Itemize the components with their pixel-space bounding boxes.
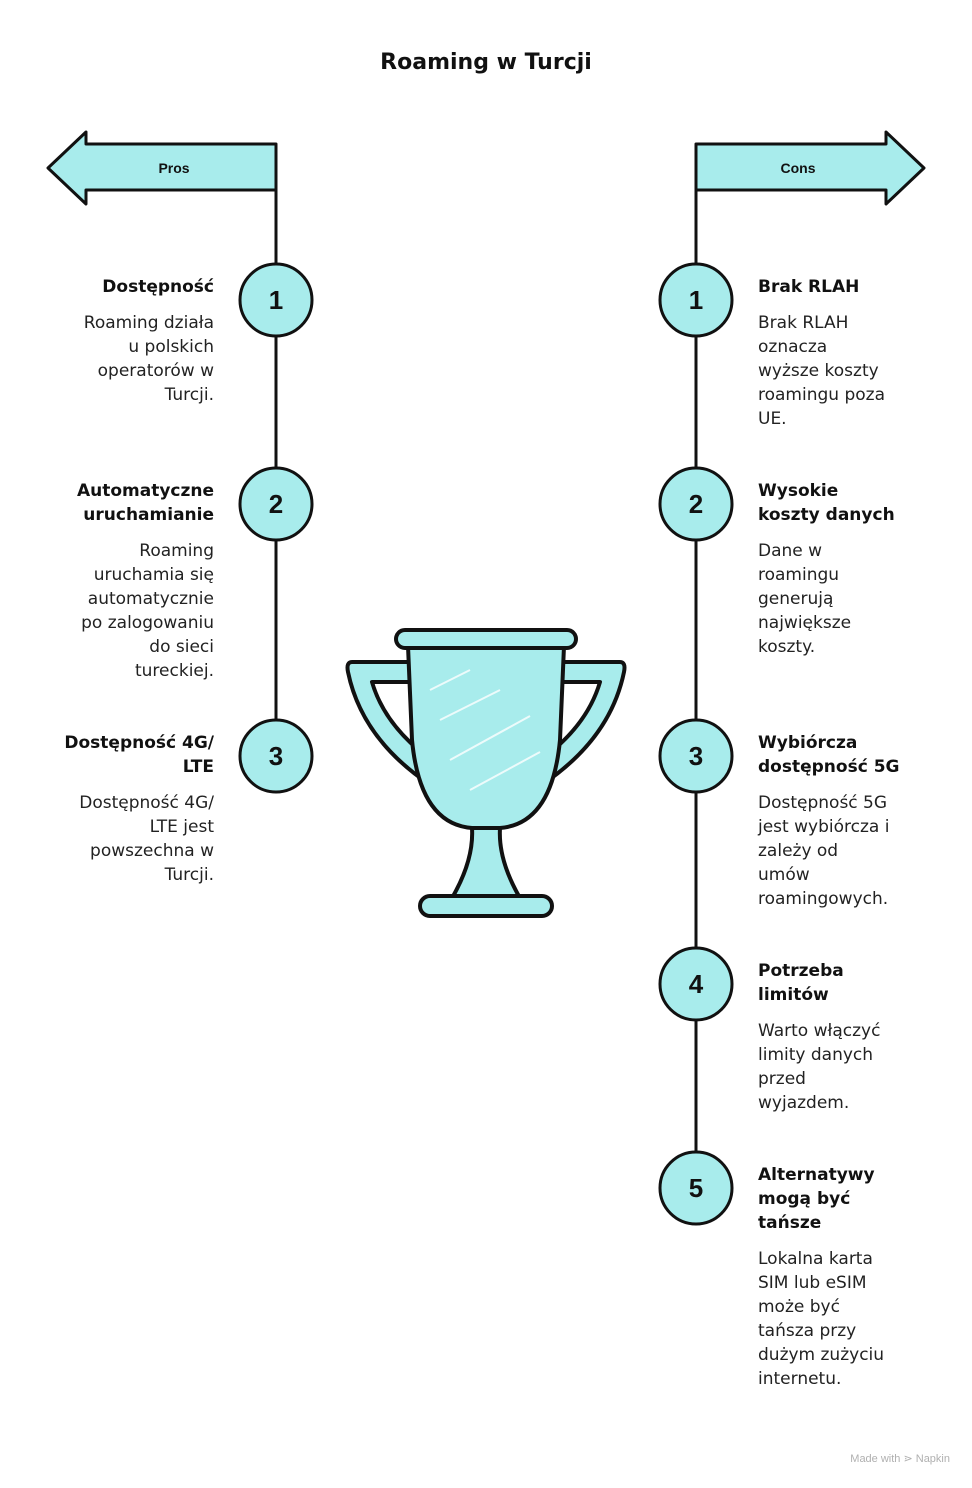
pros-circle-1 — [238, 262, 314, 338]
pros-label: Pros — [158, 160, 190, 176]
pros-item-3-desc: Dostępność 4G/ LTE jest powszechna w Tur… — [79, 793, 214, 885]
pros-item-1-desc: Roaming działa u polskich operatorów w T… — [83, 313, 214, 405]
pros-number-3: 3 — [268, 741, 284, 771]
cons-item-2-desc: Dane w roamingu generują największe kosz… — [758, 541, 852, 657]
cons-item-1-title: Brak RLAH — [758, 277, 860, 297]
page-title: Roaming w Turcji — [380, 50, 592, 75]
pros-arrow-icon — [46, 130, 278, 206]
cons-number-5: 5 — [688, 1173, 704, 1203]
cons-number-1: 1 — [688, 285, 704, 315]
pros-number-2: 2 — [268, 489, 284, 519]
cons-label: Cons — [780, 160, 816, 176]
trophy-icon — [345, 628, 627, 918]
cons-number-2: 2 — [688, 489, 704, 519]
pros-circle-3 — [238, 718, 314, 794]
cons-circle-4 — [658, 946, 734, 1022]
cons-item-2-title: Wysokie koszty danych — [758, 481, 895, 525]
pros-item-2-title: Automatyczne uruchamianie — [76, 481, 214, 525]
cons-arrow-icon — [694, 130, 926, 206]
cons-number-4: 4 — [688, 969, 704, 999]
cons-item-3-desc: Dostępność 5G jest wybiórcza i zależy od… — [758, 793, 890, 909]
cons-circle-1 — [658, 262, 734, 338]
cons-circle-3 — [658, 718, 734, 794]
cons-item-4-desc: Warto włączyć limity danych przed wyjazd… — [758, 1021, 881, 1113]
pros-item-1-title: Dostępność — [102, 277, 214, 297]
pros-number-1: 1 — [268, 285, 284, 315]
cons-item-4-title: Potrzeba limitów — [758, 961, 844, 1005]
cons-item-5-desc: Lokalna karta SIM lub eSIM może być tańs… — [758, 1249, 885, 1389]
made-with-napkin-footer: Made with ⋗ Napkin — [850, 1453, 950, 1465]
pros-circle-2 — [238, 466, 314, 542]
cons-circle-2 — [658, 466, 734, 542]
cons-circle-5 — [658, 1150, 734, 1226]
pros-item-3-title: Dostępność 4G/ LTE — [64, 733, 214, 777]
cons-item-1-desc: Brak RLAH oznacza wyższe koszty roamingu… — [758, 313, 885, 429]
cons-number-3: 3 — [688, 741, 704, 771]
cons-item-5-title: Alternatywy mogą być tańsze — [758, 1165, 875, 1233]
cons-item-3-title: Wybiórcza dostępność 5G — [758, 733, 900, 777]
pros-item-2-desc: Roaming uruchamia się automatycznie po z… — [81, 541, 214, 681]
